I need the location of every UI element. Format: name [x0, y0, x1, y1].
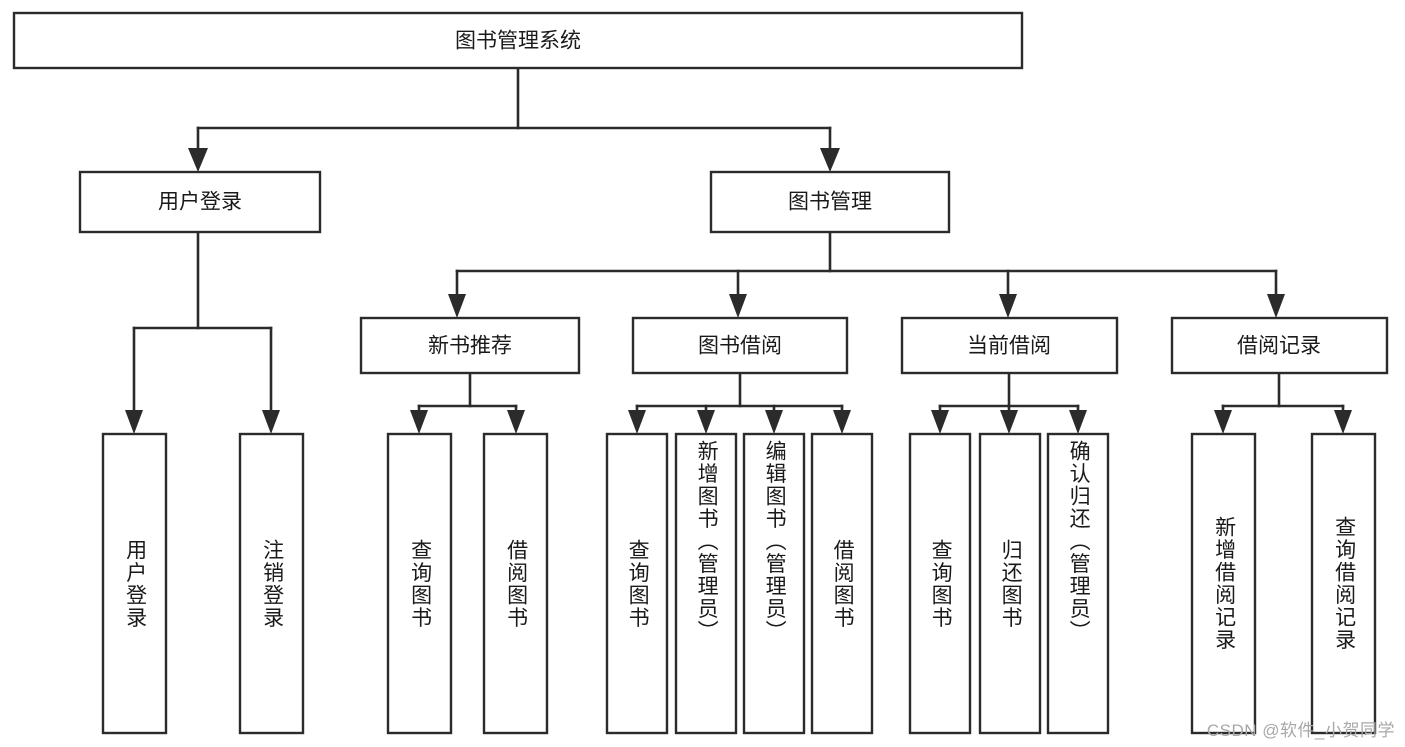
- arrow-user-login-to-leaf2: [262, 410, 280, 434]
- csdn-watermark: CSDN @软件_小贺同学: [1206, 721, 1395, 740]
- arrow-book-manage-to-c1: [448, 294, 466, 318]
- arrow-record-to-leaf2: [1334, 410, 1352, 434]
- arrow-recommend-to-leaf1: [410, 410, 428, 434]
- node-book-manage-label: 图书管理: [788, 191, 872, 214]
- node-current-borrow-label: 当前借阅: [967, 335, 1051, 358]
- arrow-current-to-leaf3: [1069, 410, 1087, 434]
- arrow-borrow-to-leaf1: [628, 410, 646, 434]
- node-borrow-record-rect[interactable]: [1170, 316, 1389, 375]
- arrow-book-manage-to-c4: [1267, 294, 1285, 318]
- leaf-user-login-rect[interactable]: [101, 432, 168, 735]
- node-new-book-recommend[interactable]: 新书推荐: [359, 316, 581, 375]
- node-user-login-label: 用户登录: [158, 191, 242, 214]
- node-root[interactable]: 图书管理系统: [12, 11, 1024, 70]
- leaf-logout-login-rect[interactable]: [238, 432, 305, 735]
- arrow-book-manage-to-c3: [999, 294, 1017, 318]
- node-new-book-recommend-label: 新书推荐: [428, 335, 512, 358]
- node-current-borrow[interactable]: 当前借阅: [900, 316, 1119, 375]
- leaf-borrow-book-1-rect[interactable]: [482, 432, 549, 735]
- node-root-rect[interactable]: [12, 11, 1024, 70]
- leaf-return-book-rect[interactable]: [978, 432, 1042, 735]
- leaf-query-book-1-rect[interactable]: [386, 432, 453, 735]
- arrow-record-to-leaf1: [1214, 410, 1232, 434]
- arrow-current-to-leaf2: [1000, 410, 1018, 434]
- edges-group: [125, 66, 1352, 434]
- node-book-manage[interactable]: 图书管理: [709, 170, 951, 234]
- leaf-confirm-return-admin-rect[interactable]: [1046, 432, 1110, 735]
- node-borrow-record-label: 借阅记录: [1237, 335, 1321, 358]
- node-book-borrow-label: 图书借阅: [698, 335, 782, 358]
- leaf-query-borrow-record-rect[interactable]: [1310, 432, 1377, 735]
- node-root-label: 图书管理系统: [455, 30, 581, 53]
- node-book-borrow[interactable]: 图书借阅: [631, 316, 849, 375]
- leaf-add-borrow-record-rect[interactable]: [1190, 432, 1257, 735]
- arrow-borrow-to-leaf3: [765, 410, 783, 434]
- node-borrow-record[interactable]: 借阅记录: [1170, 316, 1389, 375]
- node-book-borrow-rect[interactable]: [631, 316, 849, 375]
- arrow-root-to-user-login: [188, 148, 208, 172]
- leaf-edit-book-admin-rect[interactable]: [742, 432, 806, 735]
- node-user-login-rect[interactable]: [78, 170, 322, 234]
- arrow-current-to-leaf1: [931, 410, 949, 434]
- leaf-boxes-group: [101, 432, 1377, 735]
- arrow-book-manage-to-c2: [729, 294, 747, 318]
- arrow-borrow-to-leaf2: [697, 410, 715, 434]
- node-user-login[interactable]: 用户登录: [78, 170, 322, 234]
- arrow-root-to-book-manage: [820, 148, 840, 172]
- arrow-user-login-to-leaf1: [125, 410, 143, 434]
- leaf-borrow-book-2-rect[interactable]: [810, 432, 874, 735]
- leaf-query-book-3-rect[interactable]: [908, 432, 972, 735]
- node-book-manage-rect[interactable]: [709, 170, 951, 234]
- arrow-recommend-to-leaf2: [507, 410, 525, 434]
- node-new-book-recommend-rect[interactable]: [359, 316, 581, 375]
- arrow-borrow-to-leaf4: [833, 410, 851, 434]
- leaf-query-book-2-rect[interactable]: [605, 432, 669, 735]
- leaf-add-book-admin-rect[interactable]: [674, 432, 738, 735]
- node-current-borrow-rect[interactable]: [900, 316, 1119, 375]
